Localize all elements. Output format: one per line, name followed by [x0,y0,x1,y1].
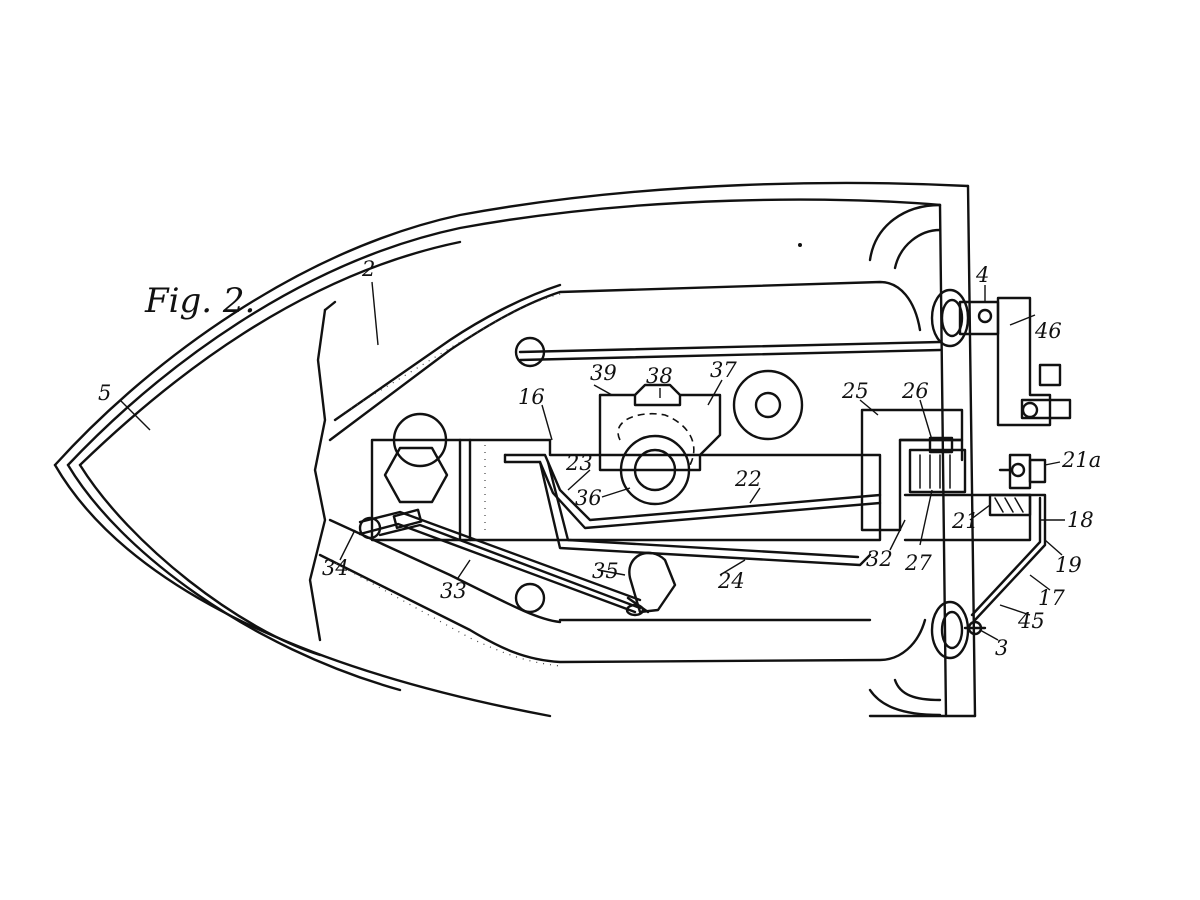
switch-plate-46 [996,296,1072,427]
arm-33 [358,508,642,614]
iron-body-outline [53,181,977,718]
ref-5: 5 [98,381,111,405]
bracket-37 [598,383,722,506]
ref-21a: 21a [1061,448,1101,472]
ref-16: 16 [518,385,545,409]
speck [798,243,802,247]
ref-39: 39 [590,361,617,385]
ref-4: 4 [975,263,989,287]
ref-21: 21 [951,509,979,533]
ref-18: 18 [1067,508,1094,532]
ref-37: 37 [710,358,737,382]
ref-23: 23 [565,451,593,475]
ref-24: 24 [717,569,745,593]
figure-label: Fig. 2. [144,281,255,321]
ref-32: 32 [866,547,893,571]
ref-36: 36 [575,486,602,510]
ref-26: 26 [901,379,929,403]
leader-lines [119,281,1065,641]
round-boss [732,369,804,441]
ref-35: 35 [592,559,619,583]
contact-block-25 [860,408,967,532]
ref-27: 27 [904,551,932,575]
ref-19: 19 [1055,553,1082,577]
lever-24 [538,460,872,567]
ref-45: 45 [1017,609,1045,633]
ref-38: 38 [646,364,673,388]
terminal-21a [998,453,1047,490]
ref-25: 25 [841,379,869,403]
ref-22: 22 [734,467,762,491]
terminal-post-bottom [930,600,987,660]
ref-46: 46 [1034,319,1062,343]
ref-17: 17 [1038,586,1065,610]
knob-35 [625,551,677,617]
ref-3: 3 [995,636,1008,660]
ref-2: 2 [361,257,375,281]
ref-33: 33 [440,579,467,603]
ref-34: 34 [322,556,349,580]
inner-cavity [318,280,942,667]
spring-arm-23 [503,453,882,530]
base-plate-16 [370,412,882,542]
